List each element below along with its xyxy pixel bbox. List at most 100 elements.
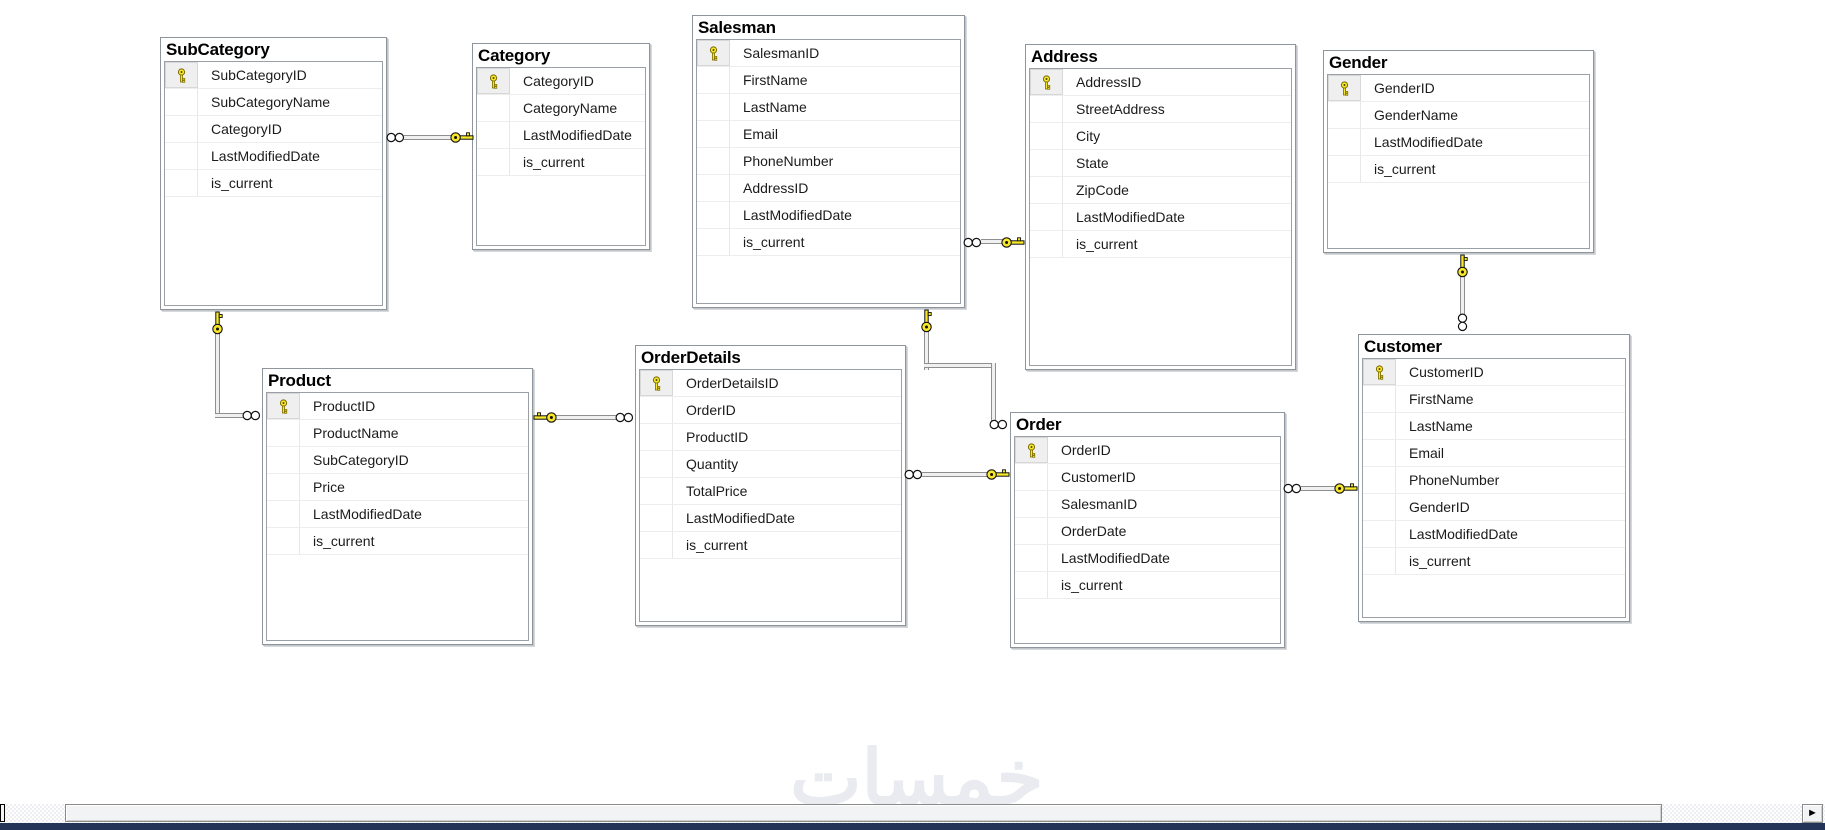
- table-title-bar[interactable]: Address: [1026, 45, 1295, 68]
- column-row[interactable]: StreetAddress: [1030, 96, 1291, 123]
- many-end-infinity-icon: [242, 410, 263, 421]
- scroll-right-button[interactable]: ►: [1802, 804, 1823, 823]
- column-row[interactable]: ProductName: [267, 420, 528, 447]
- column-row[interactable]: LastModifiedDate: [1015, 545, 1280, 572]
- column-row[interactable]: OrderID: [1015, 437, 1280, 464]
- column-row[interactable]: is_current: [697, 229, 960, 256]
- column-row[interactable]: LastModifiedDate: [477, 122, 645, 149]
- key-cell: [697, 67, 730, 93]
- relationship-line[interactable]: [991, 363, 996, 425]
- column-row[interactable]: TotalPrice: [640, 478, 901, 505]
- column-row[interactable]: PhoneNumber: [697, 148, 960, 175]
- relationship-line[interactable]: [924, 329, 929, 370]
- column-row[interactable]: SalesmanID: [1015, 491, 1280, 518]
- table-title-bar[interactable]: SubCategory: [161, 38, 386, 61]
- column-row[interactable]: is_current: [477, 149, 645, 176]
- column-row[interactable]: LastModifiedDate: [640, 505, 901, 532]
- key-cell: [1363, 521, 1396, 547]
- column-row[interactable]: CategoryID: [165, 116, 382, 143]
- column-row[interactable]: LastModifiedDate: [697, 202, 960, 229]
- column-row[interactable]: GenderID: [1363, 494, 1625, 521]
- column-row[interactable]: SalesmanID: [697, 40, 960, 67]
- column-row[interactable]: GenderName: [1328, 102, 1589, 129]
- relationship-line[interactable]: [981, 239, 1003, 244]
- table-title-bar[interactable]: Category: [473, 44, 649, 67]
- column-row[interactable]: SubCategoryName: [165, 89, 382, 116]
- one-end-key-icon: [986, 468, 1010, 481]
- column-row[interactable]: LastModifiedDate: [1030, 204, 1291, 231]
- column-row[interactable]: is_current: [267, 528, 528, 555]
- column-row[interactable]: LastModifiedDate: [1363, 521, 1625, 548]
- column-row[interactable]: is_current: [640, 532, 901, 559]
- column-row[interactable]: LastModifiedDate: [1328, 129, 1589, 156]
- column-row[interactable]: LastModifiedDate: [267, 501, 528, 528]
- column-row[interactable]: PhoneNumber: [1363, 467, 1625, 494]
- column-row[interactable]: is_current: [1030, 231, 1291, 258]
- column-row[interactable]: CategoryID: [477, 68, 645, 95]
- column-row[interactable]: is_current: [1015, 572, 1280, 599]
- column-name: Quantity: [686, 456, 739, 472]
- column-row[interactable]: is_current: [165, 170, 382, 197]
- key-cell: [267, 447, 300, 473]
- relationship-line[interactable]: [404, 135, 452, 140]
- table-title-bar[interactable]: Gender: [1324, 51, 1593, 74]
- relationship-line[interactable]: [1460, 275, 1465, 316]
- column-row[interactable]: LastName: [1363, 413, 1625, 440]
- column-row[interactable]: ZipCode: [1030, 177, 1291, 204]
- table-title-bar[interactable]: Order: [1011, 413, 1284, 436]
- column-name: SubCategoryID: [211, 67, 307, 83]
- column-row[interactable]: AddressID: [1030, 69, 1291, 96]
- table-title-bar[interactable]: Product: [263, 369, 532, 392]
- column-row[interactable]: City: [1030, 123, 1291, 150]
- column-row[interactable]: State: [1030, 150, 1291, 177]
- column-row[interactable]: SubCategoryID: [165, 62, 382, 89]
- column-row[interactable]: CustomerID: [1015, 464, 1280, 491]
- table-title-bar[interactable]: Customer: [1359, 335, 1629, 358]
- column-row[interactable]: FirstName: [1363, 386, 1625, 413]
- column-row[interactable]: Email: [1363, 440, 1625, 467]
- scroll-left-button[interactable]: [0, 804, 5, 822]
- column-row[interactable]: Email: [697, 121, 960, 148]
- column-row[interactable]: Price: [267, 474, 528, 501]
- column-row[interactable]: LastName: [697, 94, 960, 121]
- column-row[interactable]: CategoryName: [477, 95, 645, 122]
- scrollbar-thumb[interactable]: [65, 804, 1662, 822]
- relationship-line[interactable]: [924, 363, 996, 368]
- column-row[interactable]: CustomerID: [1363, 359, 1625, 386]
- column-name: LastModifiedDate: [1374, 134, 1483, 150]
- column-row[interactable]: AddressID: [697, 175, 960, 202]
- column-row[interactable]: ProductID: [267, 393, 528, 420]
- column-row[interactable]: LastModifiedDate: [165, 143, 382, 170]
- column-row[interactable]: GenderID: [1328, 75, 1589, 102]
- column-row[interactable]: OrderID: [640, 397, 901, 424]
- column-row[interactable]: Quantity: [640, 451, 901, 478]
- relationship-line[interactable]: [215, 413, 247, 418]
- relationship-line[interactable]: [555, 415, 617, 420]
- key-cell: [477, 122, 510, 148]
- horizontal-scrollbar[interactable]: ►: [0, 804, 1825, 823]
- column-row[interactable]: FirstName: [697, 67, 960, 94]
- column-row[interactable]: OrderDate: [1015, 518, 1280, 545]
- column-row[interactable]: OrderDetailsID: [640, 370, 901, 397]
- table-title-bar[interactable]: OrderDetails: [636, 346, 905, 369]
- table-title-bar[interactable]: Salesman: [693, 16, 964, 39]
- column-row[interactable]: ProductID: [640, 424, 901, 451]
- column-row[interactable]: is_current: [1363, 548, 1625, 575]
- relationship-line[interactable]: [1301, 486, 1336, 491]
- column-name: PhoneNumber: [1409, 472, 1500, 488]
- relationship-line[interactable]: [922, 472, 988, 477]
- column-row[interactable]: is_current: [1328, 156, 1589, 183]
- relationship-line[interactable]: [215, 330, 220, 418]
- column-row[interactable]: SubCategoryID: [267, 447, 528, 474]
